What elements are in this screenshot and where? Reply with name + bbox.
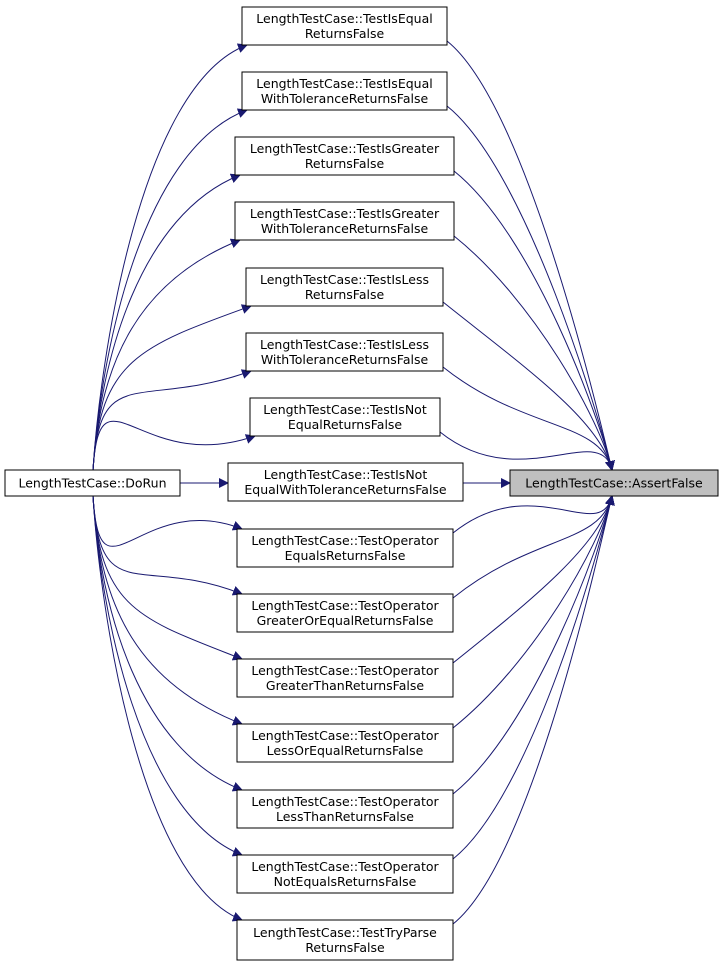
node-box (236, 658, 454, 698)
edge-isnot-equal-to-assertfalse (439, 431, 615, 471)
node-label-line: LengthTestCase::TestOperator (251, 598, 439, 613)
node-box (236, 593, 454, 633)
edge-op-less-than-to-assertfalse (452, 495, 615, 795)
node-box (227, 462, 464, 502)
edge-dorun-to-op-less-than (92, 495, 243, 792)
node-label-line: LengthTestCase::TestIsLess (260, 337, 429, 352)
node-label-line: LengthTestCase::TestIsEqual (256, 11, 432, 26)
node-label-line: ReturnsFalse (305, 156, 385, 171)
edge-isgreater-tol-to-assertfalse (453, 235, 615, 471)
node-op-less-equal[interactable]: LengthTestCase::TestOperatorLessOrEqualR… (236, 723, 454, 763)
node-box (509, 469, 719, 497)
node-label-line: EqualsReturnsFalse (285, 548, 406, 563)
node-op-not-equals[interactable]: LengthTestCase::TestOperatorNotEqualsRet… (236, 854, 454, 894)
node-label-line: LengthTestCase::TestIsNot (263, 402, 427, 417)
edge-op-greater-than-to-assertfalse (452, 495, 615, 664)
node-box (245, 267, 444, 307)
node-box (236, 919, 454, 961)
edge-dorun-to-isnot-equal (92, 420, 256, 471)
edge-dorun-to-isless-tol (92, 369, 252, 471)
node-label-line: LengthTestCase::AssertFalse (525, 476, 703, 491)
node-isgreater-tol[interactable]: LengthTestCase::TestIsGreaterWithToleran… (234, 201, 455, 241)
edge-tryparse-to-assertfalse (452, 495, 615, 925)
node-label-line: LessThanReturnsFalse (276, 809, 414, 824)
node-label-line: ReturnsFalse (305, 26, 385, 41)
edge-dorun-to-tryparse (92, 495, 243, 922)
node-isgreater[interactable]: LengthTestCase::TestIsGreaterReturnsFals… (234, 136, 455, 176)
edge-dorun-to-op-not-equals (92, 495, 243, 857)
node-label-line: WithToleranceReturnsFalse (261, 352, 429, 367)
node-op-less-than[interactable]: LengthTestCase::TestOperatorLessThanRetu… (236, 789, 454, 829)
node-label-line: EqualReturnsFalse (288, 417, 403, 432)
node-box (236, 723, 454, 763)
nodes-layer: LengthTestCase::DoRun LengthTestCase::Ass… (4, 6, 719, 961)
node-label-line: LengthTestCase::TestOperator (251, 533, 439, 548)
edge-dorun-to-op-equals (92, 495, 243, 547)
node-op-equals[interactable]: LengthTestCase::TestOperatorEqualsReturn… (236, 528, 454, 568)
edge-dorun-to-isless (92, 304, 252, 471)
edge-dorun-to-op-greater-than (92, 495, 243, 661)
node-label-line: LengthTestCase::TestIsGreater (250, 206, 440, 221)
node-label-line: LengthTestCase::TestIsEqual (256, 76, 432, 91)
edge-isless-tol-to-assertfalse (442, 366, 615, 471)
edge-dorun-to-isgreater-tol (92, 238, 241, 471)
node-box (241, 6, 448, 46)
edge-isgreater-to-assertfalse (453, 170, 615, 471)
node-box (236, 528, 454, 568)
node-label-line: LengthTestCase::TestIsLess (260, 272, 429, 287)
edge-isequal-to-assertfalse (446, 40, 615, 471)
node-box (249, 397, 441, 437)
node-label-line: LengthTestCase::TestTryParse (253, 925, 437, 940)
node-label-line: LengthTestCase::TestOperator (251, 663, 439, 678)
node-label-line: LengthTestCase::TestIsGreater (250, 141, 440, 156)
edge-dorun-to-op-greater-equal (92, 495, 243, 596)
edge-op-greater-equal-to-assertfalse (452, 495, 615, 599)
edge-dorun-to-isequal-tol (92, 108, 248, 471)
node-label-line: LengthTestCase::DoRun (19, 476, 167, 491)
node-op-greater-equal[interactable]: LengthTestCase::TestOperatorGreaterOrEqu… (236, 593, 454, 633)
node-box (236, 789, 454, 829)
node-label-line: LengthTestCase::TestOperator (251, 728, 439, 743)
node-label-line: GreaterThanReturnsFalse (266, 678, 424, 693)
edges-layer (92, 40, 615, 925)
node-label-line: ReturnsFalse (305, 940, 385, 955)
node-box (241, 71, 448, 111)
node-box (4, 469, 181, 497)
node-dorun[interactable]: LengthTestCase::DoRun (4, 469, 181, 497)
edge-dorun-to-isequal (92, 43, 248, 471)
node-label-line: LengthTestCase::TestOperator (251, 794, 439, 809)
edge-isless-to-assertfalse (442, 301, 615, 471)
node-label-line: LengthTestCase::TestOperator (251, 859, 439, 874)
edge-dorun-to-op-less-equal (92, 495, 243, 726)
node-label-line: LengthTestCase::TestIsNot (264, 467, 428, 482)
edge-op-equals-to-assertfalse (452, 495, 615, 534)
node-label-line: WithToleranceReturnsFalse (261, 221, 429, 236)
edge-op-less-equal-to-assertfalse (452, 495, 615, 729)
node-label-line: ReturnsFalse (305, 287, 385, 302)
node-label-line: GreaterOrEqualReturnsFalse (257, 613, 434, 628)
node-isequal-tol[interactable]: LengthTestCase::TestIsEqualWithTolerance… (241, 71, 448, 111)
node-box (236, 854, 454, 894)
node-label-line: NotEqualsReturnsFalse (274, 874, 417, 889)
edge-op-not-equals-to-assertfalse (452, 495, 615, 860)
node-label-line: EqualWithToleranceReturnsFalse (244, 482, 447, 497)
node-label-line: LessOrEqualReturnsFalse (267, 743, 424, 758)
node-box (234, 136, 455, 176)
node-isless-tol[interactable]: LengthTestCase::TestIsLessWithToleranceR… (245, 332, 444, 372)
node-isnot-equal-tol[interactable]: LengthTestCase::TestIsNotEqualWithTolera… (227, 462, 464, 502)
node-label-line: WithToleranceReturnsFalse (261, 91, 429, 106)
edge-isequal-tol-to-assertfalse (446, 105, 615, 471)
node-box (245, 332, 444, 372)
node-isnot-equal[interactable]: LengthTestCase::TestIsNotEqualReturnsFal… (249, 397, 441, 437)
node-box (234, 201, 455, 241)
node-op-greater-than[interactable]: LengthTestCase::TestOperatorGreaterThanR… (236, 658, 454, 698)
node-assertfalse[interactable]: LengthTestCase::AssertFalse (509, 469, 719, 497)
